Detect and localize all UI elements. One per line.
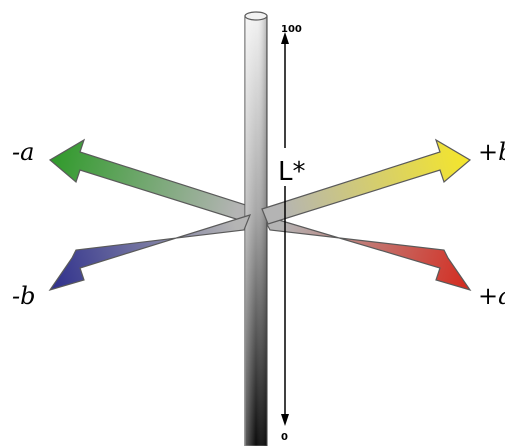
- plus-a-arrow: [262, 215, 470, 290]
- lightness-bottom-value: 0: [281, 432, 288, 443]
- plus-a-label: +a: [478, 282, 505, 310]
- pole-top-cap: [245, 12, 267, 20]
- scale-down-arrowhead: [281, 414, 289, 426]
- minus-a-label: -a: [12, 138, 34, 166]
- lightness-pole: [245, 12, 267, 446]
- lightness-top-value: 100: [281, 24, 302, 35]
- minus-b-arrow: [50, 215, 250, 290]
- lightness-axis-label: L*: [278, 157, 306, 187]
- minus-a-arrow: [50, 140, 258, 224]
- minus-b-label: -b: [12, 282, 35, 310]
- plus-b-label: +b: [478, 138, 505, 166]
